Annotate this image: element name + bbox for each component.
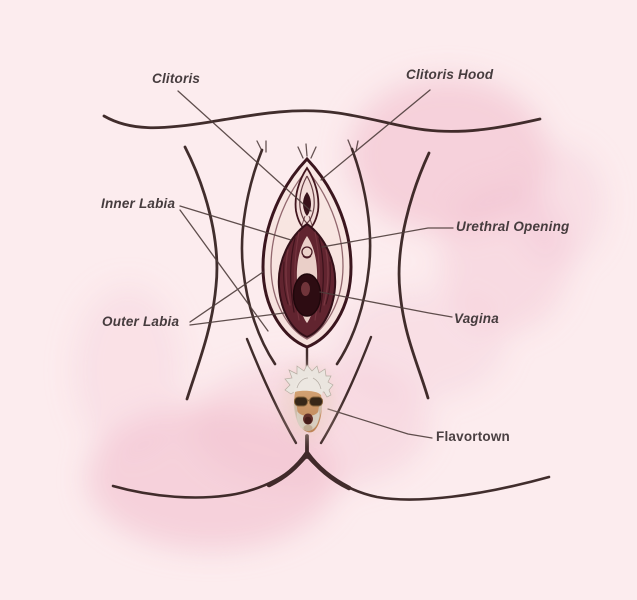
- right-inner-curve: [335, 147, 372, 366]
- label-outer-labia: Outer Labia: [102, 314, 180, 329]
- mons-line: [102, 109, 542, 133]
- label-inner-labia: Inner Labia: [101, 196, 176, 211]
- leader-line-outer-labia-1: [189, 271, 264, 323]
- leader-line-clitoris-hood: [320, 89, 431, 181]
- mouth-inner: [304, 416, 312, 425]
- leader-line-flavortown: [327, 408, 433, 439]
- vaginal-highlight: [301, 282, 310, 296]
- right-lower-curve: [319, 335, 373, 445]
- right-buttock-thick: [304, 450, 352, 491]
- urethral-opening-shape: [301, 246, 313, 258]
- vulva-illustration: [261, 156, 353, 349]
- leader-line-outer-labia-2: [189, 312, 285, 326]
- leader-line-urethral-opening: [321, 227, 454, 248]
- sunglasses: [294, 396, 323, 407]
- left-lower-curve: [245, 337, 298, 445]
- leader-line-inner-labia-2: [179, 209, 269, 332]
- label-vagina: Vagina: [454, 311, 499, 326]
- chin: [303, 424, 313, 432]
- left-outer-curve: [183, 145, 219, 401]
- hair-streaks: [296, 377, 322, 390]
- right-outer-curve: [397, 151, 431, 400]
- leader-line-vagina: [319, 291, 453, 318]
- inner-rim: [270, 169, 344, 340]
- label-clitoris-hood: Clitoris Hood: [406, 67, 494, 82]
- label-flavortown: Flavortown: [436, 429, 511, 444]
- urethra-shadow: [302, 255, 312, 259]
- glans-stem-lines: [301, 215, 313, 226]
- leader-line-clitoris: [177, 90, 312, 212]
- leader-line-inner-labia-1: [179, 205, 292, 241]
- leader-lines: [177, 89, 454, 439]
- sketch-lash-strokes: [256, 139, 359, 159]
- label-urethral-opening: Urethral Opening: [456, 219, 570, 234]
- left-buttock-thick: [266, 450, 310, 488]
- body-outline: [102, 109, 551, 501]
- left-inner-curve: [240, 148, 277, 366]
- label-clitoris: Clitoris: [152, 71, 201, 86]
- guy-fieri-face: [282, 364, 334, 439]
- watercolor-wash: [73, 77, 605, 550]
